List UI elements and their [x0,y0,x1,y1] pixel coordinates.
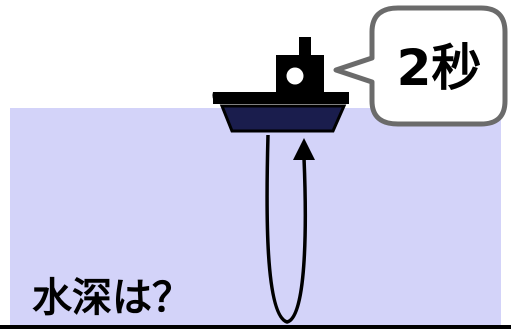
ship-icon [212,37,349,133]
bubble-text: 2秒 [397,39,482,97]
water-area [10,108,501,326]
ship-hull [219,104,347,133]
speech-bubble: 2秒 [333,5,508,127]
porthole [286,67,304,85]
depth-question: 水深は？ [32,275,192,321]
arrow-up-icon [293,138,315,160]
sonar-echo-loop-icon [265,134,308,324]
